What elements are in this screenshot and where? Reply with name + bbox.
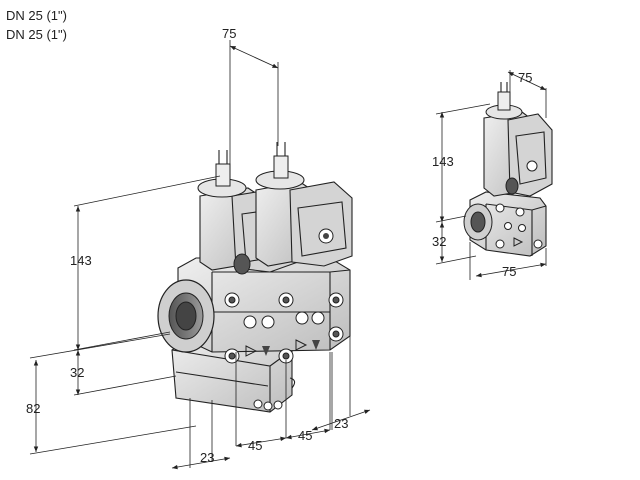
left-dimensions: 75 143 32 82 23 45 45 23 (26, 26, 371, 470)
dim-right-width-top: 75 (518, 70, 532, 85)
right-dimensions: 75 143 32 75 (432, 70, 547, 280)
dim-left-spacing-b: 45 (298, 428, 312, 443)
dim-right-offset-inlet: 32 (432, 234, 446, 249)
dim-left-width-top: 75 (222, 26, 236, 41)
dim-left-depth-bottom: 23 (200, 450, 214, 465)
dim-left-height-main: 143 (70, 253, 92, 268)
dim-left-spacing-a: 45 (248, 438, 262, 453)
dim-left-offset-inlet: 32 (70, 365, 84, 380)
dim-left-height-lower: 82 (26, 401, 40, 416)
header-line-2: DN 25 (1") (6, 27, 67, 42)
single-valve-drawing (463, 82, 553, 257)
dim-right-height-main: 143 (432, 154, 454, 169)
dim-right-width-bottom: 75 (502, 264, 516, 279)
dim-left-depth-right: 23 (334, 416, 348, 431)
double-valve-drawing (157, 142, 353, 413)
header-line-1: DN 25 (1") (6, 8, 67, 23)
